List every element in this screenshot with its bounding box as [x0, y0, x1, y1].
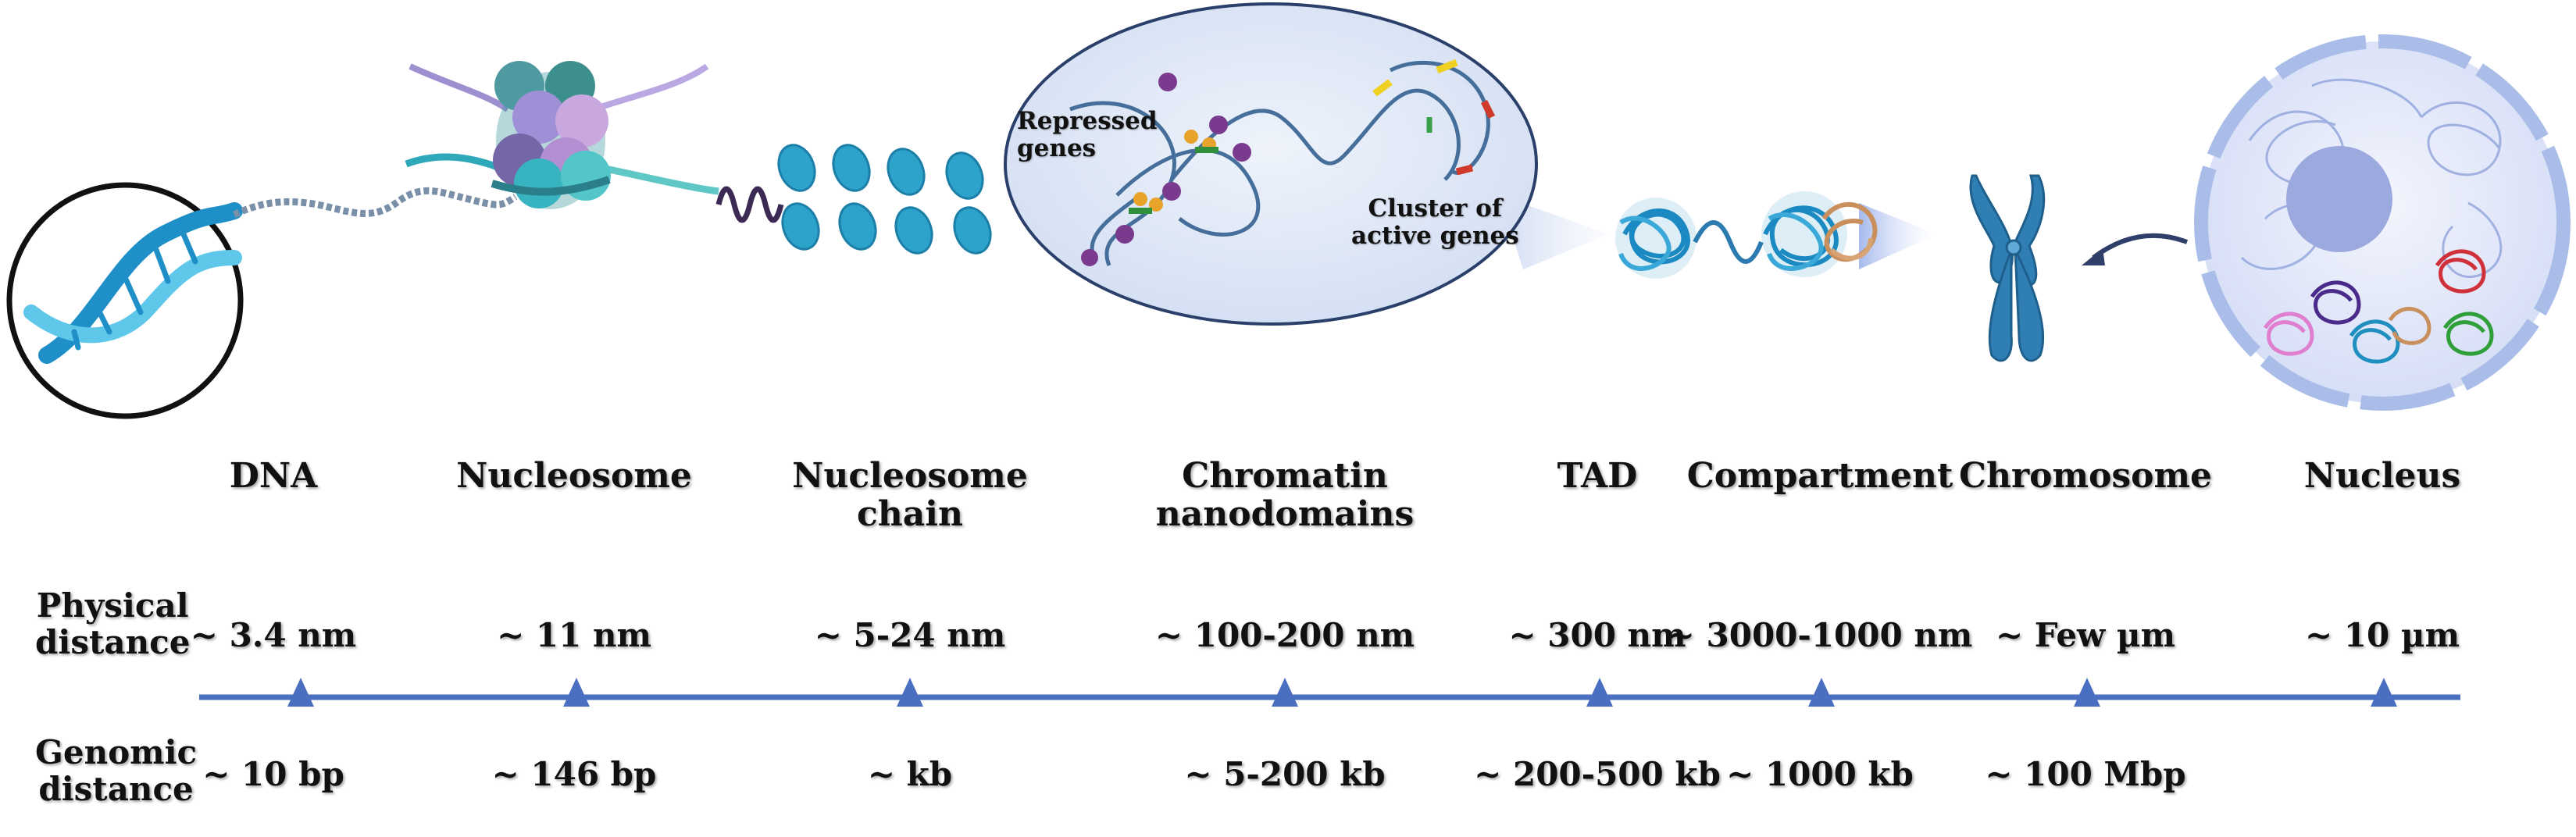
physical-distance-nucleosome: ~ 11 nm	[497, 616, 651, 654]
callout-repressed-genes: Repressed genes	[1017, 107, 1158, 162]
physical-distance-compartment: ~ 3000-1000 nm	[1667, 616, 1973, 654]
row-label-physical: Physical distance	[35, 586, 191, 662]
physical-distance-chromosome: ~ Few µm	[1995, 616, 2176, 654]
genomic-distance-tad: ~ 200-500 kb	[1474, 755, 1721, 793]
genomic-distance-compartment: ~ 1000 kb	[1726, 755, 1914, 793]
chromatin-nanodomain-icon	[1004, 2, 1609, 326]
stage-name-nucleosome-chain: Nucleosome chain	[792, 456, 1028, 535]
callout-active-genes: Cluster of active genes	[1351, 194, 1519, 250]
tad-icon	[1615, 198, 1764, 279]
axis-marker-chromatin-nanodomains	[1272, 678, 1298, 707]
axis-marker-nucleosome	[563, 678, 590, 707]
nucleosome-icon	[405, 61, 719, 209]
physical-distance-nucleus: ~ 10 µm	[2304, 616, 2460, 654]
nucleosome-chain-icon	[777, 144, 992, 255]
genomic-distance-dna: ~ 10 bp	[202, 755, 344, 793]
physical-distance-nucleosome-chain: ~ 5-24 nm	[814, 616, 1006, 654]
genomic-distance-chromatin-nanodomains: ~ 5-200 kb	[1184, 755, 1386, 793]
stage-name-chromosome: Chromosome	[1958, 456, 2213, 496]
stage-name-compartment: Compartment	[1686, 456, 1953, 496]
compartment-icon	[1761, 191, 1937, 277]
axis-marker-tad	[1586, 678, 1613, 707]
genomic-distance-nucleosome-chain: ~ kb	[867, 755, 953, 793]
stage-name-dna: DNA	[229, 456, 318, 496]
physical-distance-dna: ~ 3.4 nm	[190, 616, 357, 654]
genomic-distance-chromosome: ~ 100 Mbp	[1985, 755, 2186, 793]
row-label-genomic: Genomic distance	[35, 733, 198, 809]
nucleus-icon	[2194, 34, 2571, 411]
stage-name-chromatin-nanodomains: Chromatin nanodomains	[1155, 456, 1415, 535]
dna-helix-icon	[6, 182, 244, 419]
genomic-distance-nucleosome: ~ 146 bp	[491, 755, 657, 793]
stage-name-nucleus: Nucleus	[2303, 456, 2461, 496]
axis-marker-compartment	[1808, 678, 1835, 707]
axis-marker-chromosome	[2074, 678, 2100, 707]
physical-distance-tad: ~ 300 nm	[1508, 616, 1686, 654]
arrow-icon	[2082, 233, 2189, 265]
axis-markers	[287, 678, 2397, 707]
axis-marker-nucleus	[2371, 678, 2397, 707]
stage-name-tad: TAD	[1557, 456, 1638, 496]
dna-coil	[715, 186, 784, 223]
stage-name-nucleosome: Nucleosome	[456, 456, 692, 496]
axis-marker-nucleosome-chain	[897, 678, 923, 707]
chromosome-icon	[1969, 174, 2046, 362]
physical-distance-chromatin-nanodomains: ~ 100-200 nm	[1154, 616, 1415, 654]
dna-strand	[232, 187, 518, 219]
axis-marker-dna	[287, 678, 314, 707]
